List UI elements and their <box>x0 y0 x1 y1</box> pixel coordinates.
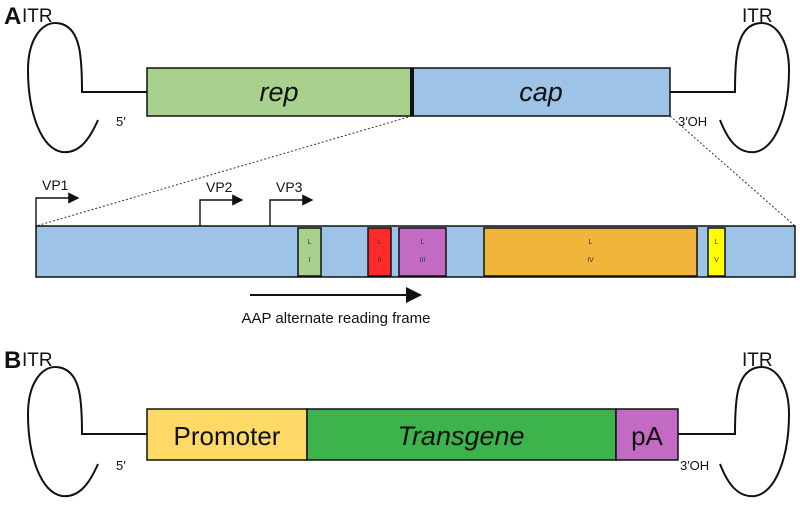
end-5-label-b: 5′ <box>116 458 126 473</box>
loop-region-4 <box>483 227 698 277</box>
loop-3-top: L <box>421 239 425 246</box>
loop-5-bottom: V <box>714 257 719 264</box>
end-3-label-b: 3′OH <box>680 458 709 473</box>
itr-right-hairpin-a <box>670 22 791 154</box>
vp2-label: VP2 <box>206 179 233 195</box>
loop-region-2 <box>367 227 392 277</box>
loop-region-5 <box>707 227 726 277</box>
itr-left-hairpin-a <box>26 22 148 154</box>
loop-2-top: L <box>378 239 382 246</box>
loop-4-bottom: IV <box>587 257 594 264</box>
itr-left-hairpin-b <box>26 366 148 498</box>
loop-1-bottom: I <box>309 257 311 264</box>
vp3-arrow <box>269 194 314 226</box>
polya-label: pA <box>631 421 663 451</box>
transgene-label: Transgene <box>397 421 524 451</box>
loop-5-top: L <box>715 239 719 246</box>
itr-right-label-b: ITR <box>742 350 773 371</box>
itr-left-label-b: ITR <box>22 350 53 371</box>
loop-4-top: L <box>589 239 593 246</box>
vp1-label: VP1 <box>42 177 69 193</box>
aap-label: AAP alternate reading frame <box>241 310 430 327</box>
loop-3-bottom: III <box>420 257 426 264</box>
itr-left-label-a: ITR <box>22 6 53 27</box>
end-5-label-a: 5′ <box>116 114 126 129</box>
end-3-label-a: 3′OH <box>678 114 707 129</box>
rep-gene-box <box>146 67 413 117</box>
cap-label: cap <box>519 77 563 107</box>
loop-region-1 <box>297 227 322 277</box>
promoter-label: Promoter <box>174 421 281 451</box>
loop-2-bottom: II <box>378 257 382 264</box>
rep-label: rep <box>259 77 298 107</box>
vp1-arrow <box>35 192 80 226</box>
vp3-label: VP3 <box>276 179 303 195</box>
itr-right-hairpin-b <box>678 366 791 498</box>
polya-box <box>615 408 679 461</box>
vp2-arrow <box>199 194 244 226</box>
promoter-box <box>146 408 308 461</box>
transgene-box <box>306 408 617 461</box>
panel-b-label: B <box>4 347 21 374</box>
zoom-line-left <box>35 115 413 227</box>
loop-region-3 <box>398 227 447 277</box>
loop-1-top: L <box>308 239 312 246</box>
panel-a-label: A <box>4 3 21 30</box>
itr-right-label-a: ITR <box>742 6 773 27</box>
